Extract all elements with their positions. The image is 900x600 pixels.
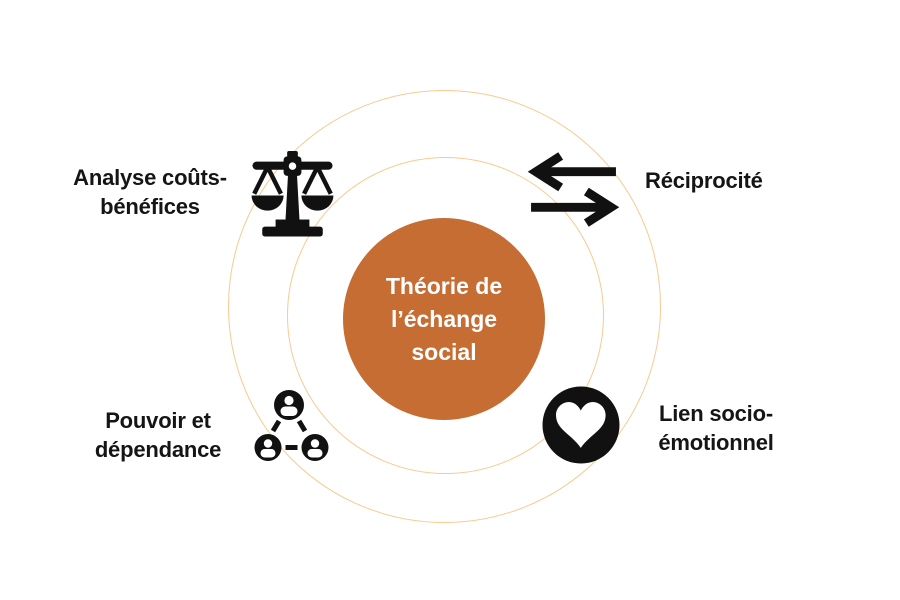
balance-scale-icon bbox=[247, 151, 338, 240]
label-line: dépendance bbox=[94, 437, 222, 462]
central-topic-line: l’échange bbox=[390, 305, 498, 332]
central-topic-line: social bbox=[411, 338, 477, 365]
central-topic-line: Théorie de bbox=[385, 272, 503, 299]
label-line: Pouvoir et bbox=[105, 408, 211, 433]
outer-ring bbox=[228, 90, 661, 523]
label-line: Réciprocité bbox=[645, 168, 763, 193]
label-pouvoir-dependance: Pouvoir et dépendance bbox=[38, 406, 278, 464]
inner-ring bbox=[287, 157, 604, 474]
label-analyse-couts-benefices: Analyse coûts- bénéfices bbox=[30, 163, 270, 221]
central-topic: Théorie de l’échange social bbox=[343, 218, 545, 420]
label-reciprocite: Réciprocité bbox=[645, 166, 845, 195]
label-line: Lien socio- bbox=[659, 401, 773, 426]
exchange-arrows-icon bbox=[527, 151, 620, 228]
label-lien-socio-emotionnel: Lien socio- émotionnel bbox=[596, 399, 836, 457]
label-line: émotionnel bbox=[658, 430, 774, 455]
heart-circle-icon bbox=[542, 386, 620, 464]
people-network-icon bbox=[254, 390, 329, 462]
label-line: Analyse coûts- bbox=[73, 165, 227, 190]
label-line: bénéfices bbox=[100, 194, 200, 219]
